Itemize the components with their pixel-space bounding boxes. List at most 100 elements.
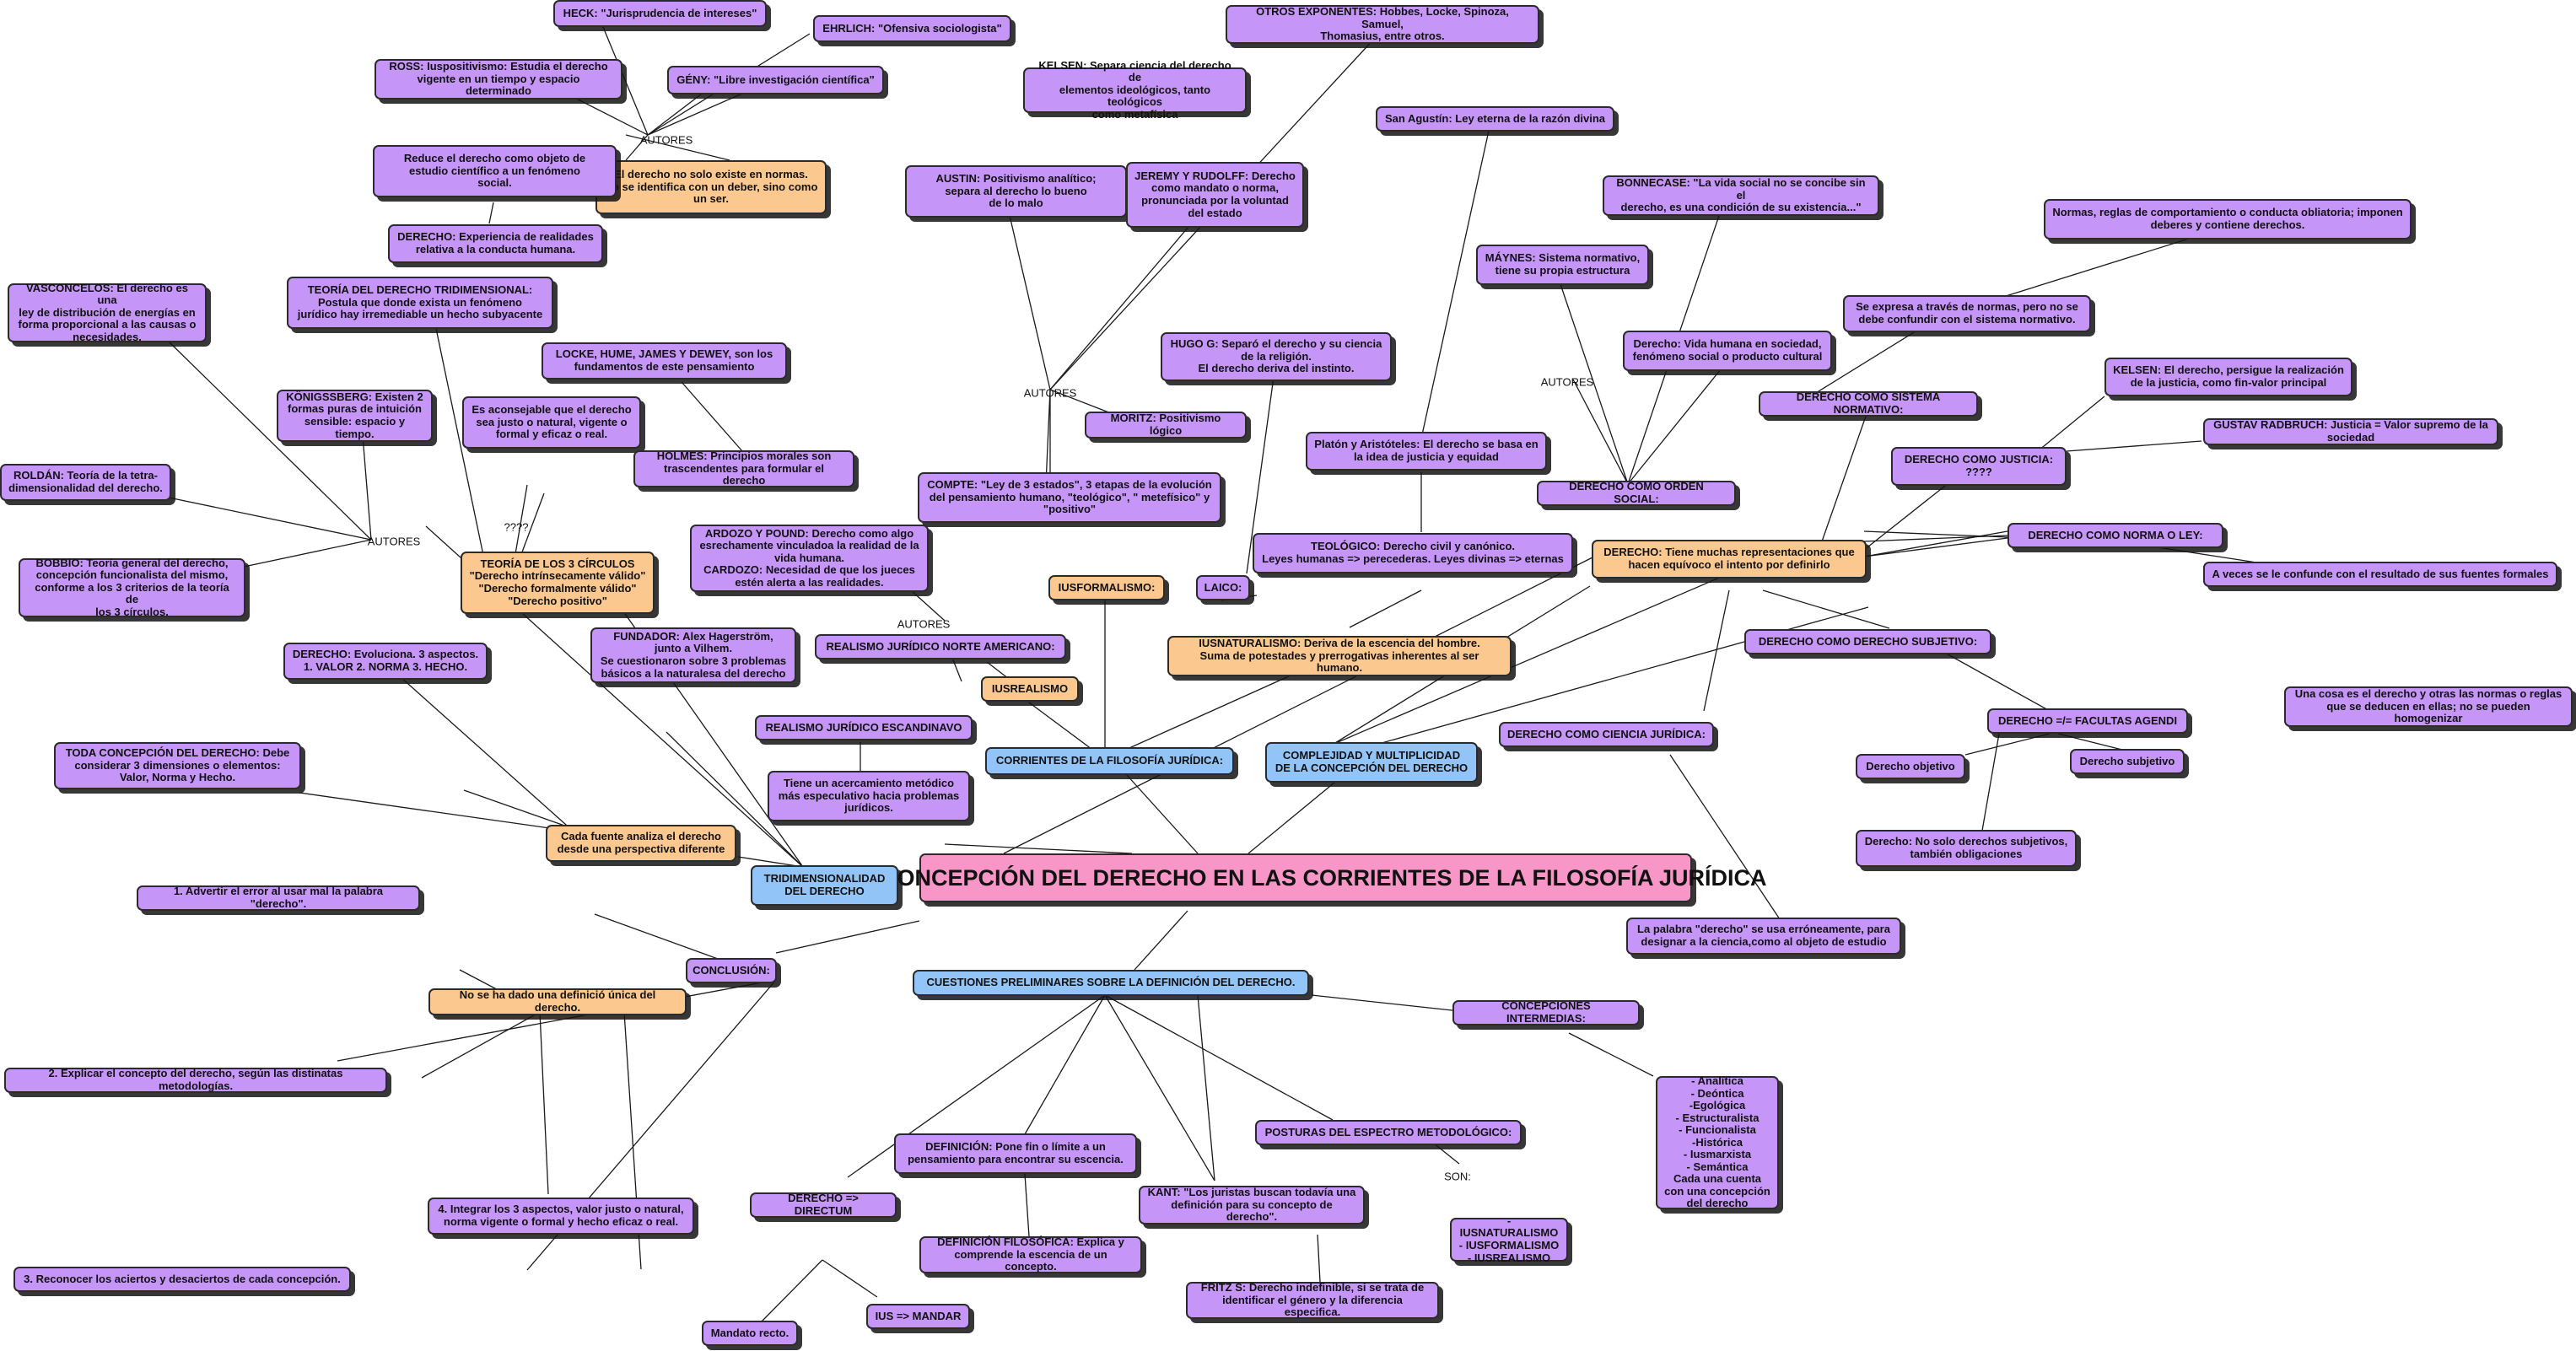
node-platon: Platón y Aristóteles: El derecho se basa… <box>1306 432 1547 471</box>
node-text: DERECHO COMO NORMA O LEY: <box>2028 528 2203 541</box>
node-noexiste: El derecho no solo existe en normas. No … <box>595 160 827 214</box>
node-text: TEORÍA DEL DERECHO TRIDIMENSIONAL: Postu… <box>297 283 543 321</box>
node-text: IUSFORMALISMO: <box>1058 580 1156 594</box>
node-text: TRIDIMENSIONALIDAD DEL DERECHO <box>763 872 886 897</box>
node-text: Tiene un acercamiento metódico más espec… <box>778 777 960 815</box>
node-maynes: MÁYNES: Sistema normativo, tiene su prop… <box>1476 245 1649 285</box>
node-text: COMPLEJIDAD Y MULTIPLICIDAD DE LA CONCEP… <box>1275 749 1469 774</box>
node-text: KÖNIGSSBERG: Existen 2 formas puras de i… <box>286 390 423 440</box>
connector-label: AUTORES <box>639 133 693 147</box>
node-advertir: 1. Advertir el error al usar mal la pala… <box>137 885 420 911</box>
node-ehrlich: EHRLICH: "Ofensiva sociologista" <box>813 15 1011 42</box>
node-text: DERECHO: Evoluciona. 3 aspectos. 1. VALO… <box>292 648 479 673</box>
node-tridim: TRIDIMENSIONALIDAD DEL DERECHO <box>751 865 898 906</box>
node-text: 1. Advertir el error al usar mal la pala… <box>173 885 384 910</box>
node-text: GÉNY: "Libre investigación científica" <box>676 73 875 86</box>
node-text: - Analítica - Deóntica -Egológica - Estr… <box>1664 1074 1770 1210</box>
node-aveces: A veces se le confunde con el resultado … <box>2203 562 2557 587</box>
node-agustin: San Agustín: Ley eterna de la razón divi… <box>1376 106 1614 132</box>
node-toda: TODA CONCEPCIÓN DEL DERECHO: Debe consid… <box>54 742 301 789</box>
node-text: TODA CONCEPCIÓN DEL DERECHO: Debe consid… <box>65 746 290 784</box>
node-text: IUS => MANDAR <box>875 1309 962 1322</box>
node-sistnorm: DERECHO COMO SISTEMA NORMATIVO: <box>1759 391 1978 417</box>
node-text: Se expresa a través de normas, pero no s… <box>1856 300 2078 326</box>
node-text: BONNECASE: "La vida social no se concibe… <box>1616 176 1866 214</box>
node-cuestiones: CUESTIONES PRELIMINARES SOBRE LA DEFINIC… <box>913 970 1309 996</box>
node-text: DERECHO COMO JUSTICIA: ???? <box>1904 453 2054 478</box>
node-text: San Agustín: Ley eterna de la razón divi… <box>1384 111 1606 125</box>
node-reduce: Reduce el derecho como objeto de estudio… <box>373 145 617 197</box>
node-text: Cada fuente analiza el derecho desde una… <box>557 830 725 855</box>
node-text: CORRIENTES DE LA FILOSOFÍA JURÍDICA: <box>995 754 1224 767</box>
node-kelsen2: KELSEN: El derecho, persigue la realizac… <box>2104 358 2352 396</box>
node-fundador: FUNDADOR: Alex Hagerström, junto a Vilhe… <box>590 627 796 683</box>
node-text: - IUSNATURALISMO - IUSFORMALISMO - IUSRE… <box>1458 1214 1560 1264</box>
node-seexpresa: Se expresa a través de normas, pero no s… <box>1843 295 2091 332</box>
node-mandato: Mandato recto. <box>702 1321 798 1346</box>
node-moritz: MORITZ: Positivismo lógico <box>1085 412 1247 439</box>
node-text: ROSS: Iuspositivismo: Estudia el derecho… <box>389 60 608 98</box>
node-roldan: ROLDÁN: Teoría de la tetra- dimensionali… <box>0 464 171 501</box>
connector-label: AUTORES <box>1540 375 1594 389</box>
node-text: La palabra "derecho" se usa erróneamente… <box>1637 923 1890 948</box>
node-text: DERECHO => DIRECTUM <box>788 1192 859 1217</box>
node-hugo: HUGO G: Separó el derecho y su ciencia d… <box>1161 332 1392 381</box>
node-subjetivo: DERECHO COMO DERECHO SUBJETIVO: <box>1744 629 1991 654</box>
node-iusnat: IUSNATURALISMO: Deriva de la escencia de… <box>1167 636 1512 676</box>
node-posturas: POSTURAS DEL ESPECTRO METODOLÓGICO: <box>1255 1120 1522 1145</box>
node-evoluciona: DERECHO: Evoluciona. 3 aspectos. 1. VALO… <box>283 643 488 680</box>
node-vidahumana: Derecho: Vida humana en sociedad, fenóme… <box>1623 331 1832 371</box>
node-text: KANT: "Los juristas buscan todavía una d… <box>1147 1186 1356 1224</box>
node-teologico: TEOLÓGICO: Derecho civil y canónico. Ley… <box>1253 533 1573 573</box>
node-text: LA CONCEPCIÓN DEL DERECHO EN LAS CORRIEN… <box>844 864 1767 891</box>
node-text: Una cosa es el derecho y otras las norma… <box>2294 687 2563 725</box>
node-text: Mandato recto. <box>710 1326 790 1339</box>
node-directum: DERECHO => DIRECTUM <box>750 1192 897 1218</box>
node-kelsen1: KELSEN: Separa ciencia del derecho de el… <box>1023 59 1247 121</box>
connector-label: AUTORES <box>367 535 421 548</box>
node-text: Derecho: No solo derechos subjetivos, ta… <box>1864 835 2068 860</box>
node-text: COMPTE: "Ley de 3 estados", 3 etapas de … <box>927 478 1212 516</box>
node-subjetivo2: Derecho subjetivo <box>2070 749 2185 774</box>
node-text: REALISMO JURÍDICO NORTE AMERICANO: <box>826 639 1055 653</box>
node-ross: ROSS: Iuspositivismo: Estudia el derecho… <box>375 59 622 100</box>
node-text: MÁYNES: Sistema normativo, tiene su prop… <box>1485 251 1641 277</box>
node-corrientes: CORRIENTES DE LA FILOSOFÍA JURÍDICA: <box>985 747 1234 775</box>
node-text: Reduce el derecho como objeto de estudio… <box>403 152 586 190</box>
node-text: ROLDÁN: Teoría de la tetra- dimensionali… <box>8 469 163 494</box>
node-complejidad: COMPLEJIDAD Y MULTIPLICIDAD DE LA CONCEP… <box>1265 742 1478 783</box>
connector-label: AUTORES <box>1023 386 1077 400</box>
node-root: LA CONCEPCIÓN DEL DERECHO EN LAS CORRIEN… <box>844 853 1767 902</box>
node-text: DERECHO =/= FACULTAS AGENDI <box>1997 713 2178 727</box>
node-comte: COMPTE: "Ley de 3 estados", 3 etapas de … <box>918 472 1221 523</box>
node-integrar: 4. Integrar los 3 aspectos, valor justo … <box>428 1198 694 1235</box>
node-acercamiento: Tiene un acercamiento metódico más espec… <box>768 771 970 821</box>
node-iusreal: IUSREALISMO <box>981 676 1079 702</box>
node-deffilo: DEFINICIÓN FILOSÓFICA: Explica y compren… <box>919 1235 1142 1273</box>
node-text: ARDOZO Y POUND: Derecho como algo esrech… <box>699 526 919 589</box>
node-aconsejable: Es aconsejable que el derecho sea justo … <box>462 396 641 449</box>
node-text: 3. Reconocer los aciertos y desaciertos … <box>24 1272 341 1285</box>
node-text: DERECHO COMO SISTEMA NORMATIVO: <box>1796 390 1941 416</box>
node-konigsberg: KÖNIGSSBERG: Existen 2 formas puras de i… <box>277 390 433 442</box>
node-nosolo: Derecho: No solo derechos subjetivos, ta… <box>1856 830 2077 867</box>
node-iusmandar: IUS => MANDAR <box>866 1304 970 1329</box>
connector-label: AUTORES <box>897 617 951 631</box>
node-text: REALISMO JURÍDICO ESCANDINAVO <box>765 720 962 734</box>
node-text: DEFINICIÓN: Pone fin o límite a un pensa… <box>908 1140 1124 1165</box>
node-text: DERECHO: Experiencia de realidades relat… <box>397 230 594 256</box>
node-text: CONCLUSIÓN: <box>693 963 770 977</box>
node-definicion: DEFINICIÓN: Pone fin o límite a un pensa… <box>894 1133 1137 1174</box>
node-conclusion: CONCLUSIÓN: <box>686 958 777 983</box>
node-text: Normas, reglas de comportamiento o condu… <box>2052 206 2403 231</box>
node-facultas: DERECHO =/= FACULTAS AGENDI <box>1987 708 2188 734</box>
connector-label: SON: <box>1444 1170 1471 1183</box>
node-text: LAICO: <box>1204 580 1242 594</box>
node-kant: KANT: "Los juristas buscan todavía una d… <box>1139 1186 1365 1225</box>
node-objetivo: Derecho objetivo <box>1856 754 1965 779</box>
node-text: DERECHO: Tiene muchas representaciones q… <box>1603 546 1855 571</box>
node-text: 4. Integrar los 3 aspectos, valor justo … <box>438 1203 684 1228</box>
node-nosehadado: No se ha dado una definició única del de… <box>428 988 687 1015</box>
node-otros: OTROS EXPONENTES: Hobbes, Locke, Spinoza… <box>1226 5 1539 44</box>
node-text: FRITZ S: Derecho indefinible, si se trat… <box>1200 1281 1425 1319</box>
